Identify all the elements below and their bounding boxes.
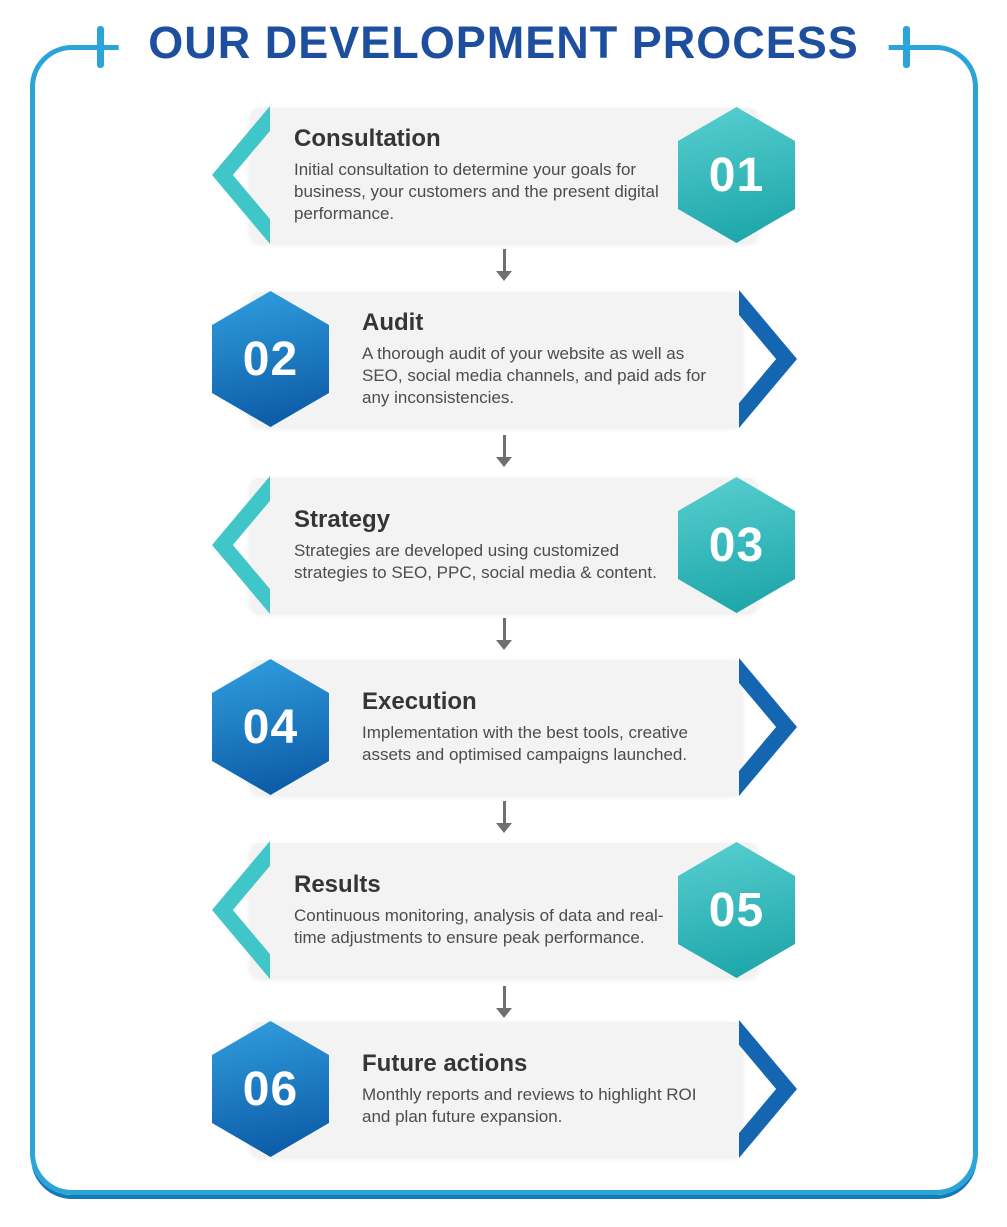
step-number: 01	[708, 148, 765, 202]
step-consultation: Consultation Initial consultation to det…	[212, 106, 797, 244]
step-number: 03	[708, 518, 765, 572]
step-number: 05	[708, 883, 765, 937]
down-arrow-icon	[496, 986, 512, 1018]
step-number-hexagon: 05	[678, 842, 795, 978]
step-title: Results	[294, 870, 381, 898]
step-number: 02	[242, 332, 299, 386]
step-card: Future actions Monthly reports and revie…	[250, 1022, 742, 1156]
chevron-right-icon	[739, 1020, 797, 1158]
title-tick-left-icon	[97, 26, 104, 68]
step-audit: 02 Audit A thorough audit of your websit…	[212, 290, 797, 428]
step-number-hexagon: 01	[678, 107, 795, 243]
chevron-right-icon	[739, 658, 797, 796]
step-title: Audit	[362, 308, 424, 336]
down-arrow-icon	[496, 249, 512, 281]
step-title: Execution	[362, 687, 477, 715]
step-description: Implementation with the best tools, crea…	[362, 722, 688, 764]
down-arrow-icon	[496, 435, 512, 467]
step-number-hexagon: 04	[212, 659, 329, 795]
step-description: Continuous monitoring, analysis of data …	[294, 905, 664, 947]
step-description: A thorough audit of your website as well…	[362, 343, 706, 408]
step-description: Strategies are developed using customize…	[294, 540, 657, 582]
step-description: Initial consultation to determine your g…	[294, 159, 659, 224]
step-future-actions: 06 Future actions Monthly reports and re…	[212, 1020, 797, 1158]
step-card: Audit A thorough audit of your website a…	[250, 292, 742, 426]
down-arrow-icon	[496, 801, 512, 833]
step-execution: 04 Execution Implementation with the bes…	[212, 658, 797, 796]
chevron-right-icon	[739, 290, 797, 428]
title-tick-right-icon	[903, 26, 910, 68]
step-title: Consultation	[294, 124, 441, 152]
step-card: Results Continuous monitoring, analysis …	[250, 843, 758, 977]
step-title: Future actions	[362, 1049, 528, 1077]
step-number: 04	[242, 700, 299, 754]
step-number: 06	[242, 1062, 299, 1116]
step-card: Consultation Initial consultation to det…	[250, 108, 758, 242]
step-card: Strategy Strategies are developed using …	[250, 478, 758, 612]
step-description: Monthly reports and reviews to highlight…	[362, 1084, 697, 1126]
step-results: Results Continuous monitoring, analysis …	[212, 841, 797, 979]
page-title: OUR DEVELOPMENT PROCESS	[118, 15, 889, 72]
step-card: Execution Implementation with the best t…	[250, 660, 742, 794]
step-title: Strategy	[294, 505, 391, 533]
down-arrow-icon	[496, 618, 512, 650]
step-strategy: Strategy Strategies are developed using …	[212, 476, 797, 614]
